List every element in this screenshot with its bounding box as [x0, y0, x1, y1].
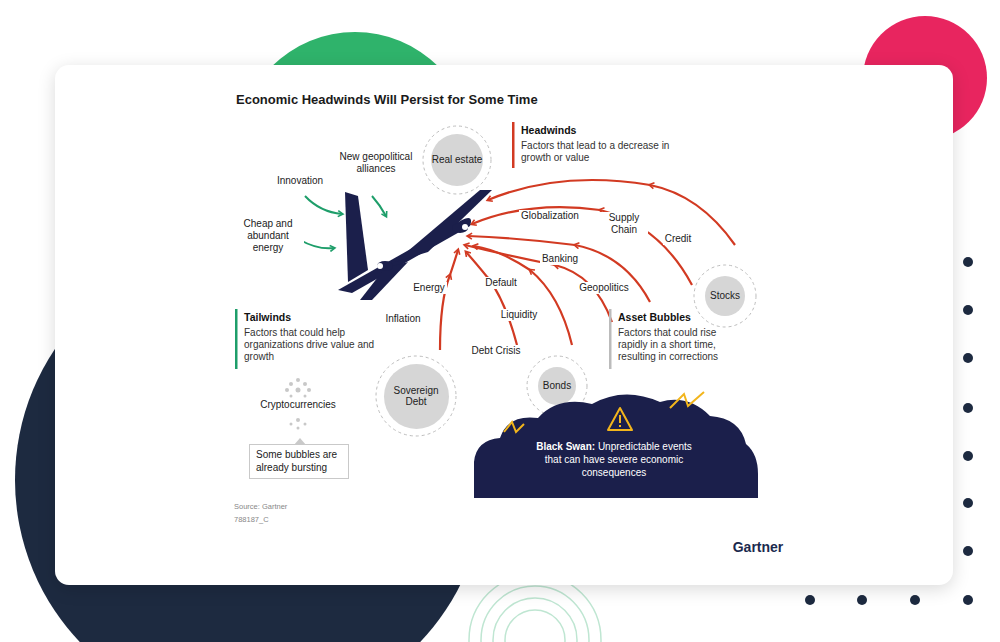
factor-label: Liquidity	[499, 309, 540, 321]
factor-label: Energy	[411, 282, 447, 294]
headwinds-bar	[512, 122, 515, 168]
section-description: Factors that lead to a decrease in growt…	[521, 140, 671, 164]
source-note: Source: Gartner	[234, 502, 287, 511]
asset-circle: Sovereign Debt	[384, 364, 449, 429]
factor-label: Credit	[663, 233, 694, 245]
factor-label: Banking	[540, 253, 580, 265]
factor-label: New geopolitical alliances	[335, 151, 417, 175]
note-text: Some bubbles are already bursting	[256, 449, 342, 474]
airplane	[338, 190, 492, 300]
asset-circle: Bonds	[538, 367, 576, 405]
circle-label: Real estate	[432, 154, 483, 166]
factor-label: Cryptocurrencies	[258, 399, 338, 411]
headwind-arrows	[440, 180, 735, 350]
dashed-rings	[376, 126, 756, 436]
asset-circle: Stocks	[705, 276, 745, 316]
tailwind-arrows	[300, 196, 386, 248]
factor-label: Globalization	[519, 210, 581, 222]
tailwinds-bar	[235, 309, 238, 369]
asset-bubbles-bar	[609, 309, 612, 369]
section-description: Factors that could rise rapidly in a sho…	[618, 327, 743, 363]
black-swan-cloud: Black Swan: Unpredictable events that ca…	[474, 392, 758, 498]
factor-label: Default	[483, 277, 519, 289]
section-heading: Tailwinds	[244, 311, 414, 324]
factor-label: Geopolitics	[577, 282, 630, 294]
circle-label: Stocks	[710, 290, 740, 302]
section-description: Factors that could help organizations dr…	[244, 327, 384, 363]
diagram-title: Economic Headwinds Will Persist for Some…	[236, 92, 538, 108]
asset-circle: Real estate	[431, 134, 483, 186]
source-note: 788187_C	[234, 515, 269, 524]
brand-logo: Gartner	[733, 539, 784, 556]
cloud-text: Black Swan: Unpredictable events that ca…	[534, 440, 694, 479]
circle-label: Sovereign Debt	[384, 385, 449, 408]
card	[55, 65, 953, 585]
cloud-heading: Black Swan:	[536, 441, 595, 452]
circle-label: Bonds	[543, 380, 571, 392]
factor-label: Cheap and abundant energy	[232, 218, 304, 254]
factor-label: Innovation	[275, 175, 325, 187]
note-pointer	[294, 438, 306, 445]
section-heading: Headwinds	[521, 124, 681, 137]
factor-label: Inflation	[383, 313, 422, 325]
factor-label: Supply Chain	[600, 212, 648, 236]
note-box: Some bubbles are already bursting	[249, 444, 349, 479]
factor-label: Debt Crisis	[470, 345, 523, 357]
